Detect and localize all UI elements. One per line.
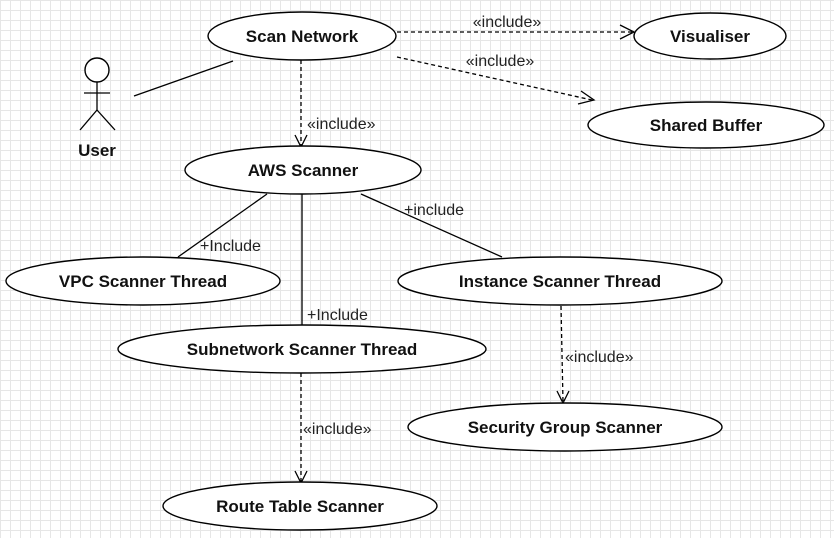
use-case-subnetwork-scanner-thread[interactable]: Subnetwork Scanner Thread bbox=[117, 324, 487, 374]
include-label-route-table: «include» bbox=[303, 421, 372, 438]
use-case-label: AWS Scanner bbox=[248, 161, 359, 180]
use-case-security-group-scanner[interactable]: Security Group Scanner bbox=[407, 402, 723, 452]
relationships: «include» «include» «include» +Include +… bbox=[177, 14, 636, 485]
use-case-ellipse bbox=[5, 256, 281, 306]
actor-head bbox=[84, 57, 110, 83]
use-case-ellipse bbox=[397, 256, 723, 306]
use-case-label: Shared Buffer bbox=[650, 116, 763, 135]
include-label-subnet: +Include bbox=[307, 307, 368, 324]
include-line-vpc bbox=[177, 193, 268, 258]
use-case-ellipse bbox=[117, 324, 487, 374]
use-case-label: VPC Scanner Thread bbox=[59, 272, 227, 291]
use-case-shared-buffer[interactable]: Shared Buffer bbox=[587, 101, 825, 149]
use-case-ellipse bbox=[207, 11, 397, 61]
include-label-instance: +include bbox=[404, 202, 464, 219]
use-case-ellipse bbox=[407, 402, 723, 452]
use-case-vpc-scanner-thread[interactable]: VPC Scanner Thread bbox=[5, 256, 281, 306]
include-label-shared-buffer: «include» bbox=[466, 53, 535, 70]
use-case-ellipse bbox=[184, 145, 422, 195]
use-case-ellipse bbox=[587, 101, 825, 149]
use-case-label: Scan Network bbox=[246, 27, 359, 46]
use-case-label: Route Table Scanner bbox=[216, 497, 384, 516]
use-case-scan-network[interactable]: Scan Network bbox=[207, 11, 397, 61]
use-case-label: Visualiser bbox=[670, 27, 750, 46]
actor-label: User bbox=[78, 141, 116, 160]
include-label-security-group: «include» bbox=[565, 349, 634, 366]
include-label-visualiser: «include» bbox=[473, 14, 542, 31]
use-case-label: Security Group Scanner bbox=[468, 418, 663, 437]
user-actor[interactable]: User bbox=[78, 57, 116, 160]
actor-left-leg bbox=[79, 109, 98, 131]
use-case-ellipse bbox=[633, 12, 787, 60]
include-arrowhead-shared-buffer bbox=[577, 90, 596, 105]
include-label-aws: «include» bbox=[307, 116, 376, 133]
use-case-label: Instance Scanner Thread bbox=[459, 272, 661, 291]
user-association-line bbox=[133, 60, 234, 97]
use-case-route-table-scanner[interactable]: Route Table Scanner bbox=[162, 481, 438, 531]
use-case-ellipse bbox=[162, 481, 438, 531]
actor-right-leg bbox=[96, 109, 116, 131]
include-line-shared-buffer bbox=[396, 56, 593, 101]
include-line-security-group bbox=[560, 305, 564, 403]
include-line-instance bbox=[360, 193, 503, 258]
include-label-vpc: +Include bbox=[200, 238, 261, 255]
use-case-visualiser[interactable]: Visualiser bbox=[633, 12, 787, 60]
include-arrowhead-visualiser bbox=[619, 24, 636, 40]
use-case-label: Subnetwork Scanner Thread bbox=[187, 340, 418, 359]
use-case-aws-scanner[interactable]: AWS Scanner bbox=[184, 145, 422, 195]
use-case-instance-scanner-thread[interactable]: Instance Scanner Thread bbox=[397, 256, 723, 306]
